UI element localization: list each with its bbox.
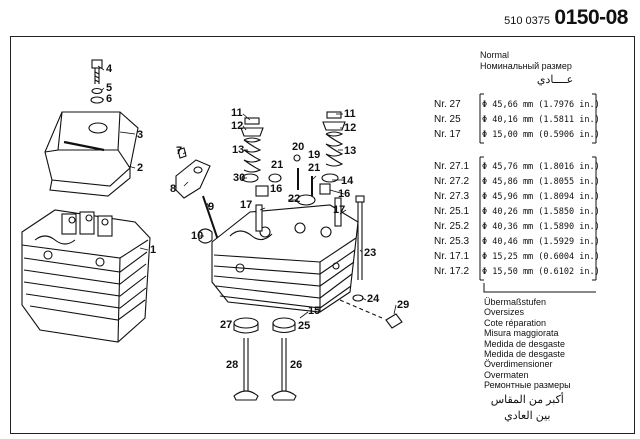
valve-spring-right (319, 111, 346, 227)
oversize-line: Overmaten (484, 369, 529, 380)
callout-13-right: 13 (344, 145, 357, 157)
oversize-legend: Übermaßstufen Oversizes Cote réparation … (484, 297, 571, 423)
callout-2: 2 (137, 162, 144, 174)
part-number: Nr. 27.1 (434, 161, 470, 172)
oversize-line: Misura maggiorata (484, 328, 559, 339)
callout-16-left: 16 (270, 183, 283, 195)
valve-seat-rings (233, 317, 296, 334)
document-code: 510 0375 0150-08 (504, 6, 628, 30)
cylinder-head-center (211, 204, 359, 313)
size-value: Φ 45,86 mm (1.8055 in.) (482, 177, 600, 187)
callout-5: 5 (106, 82, 113, 94)
document-prefix: 510 0375 (504, 15, 550, 27)
oversize-line: Medida de desgaste (484, 349, 566, 360)
callout-27: 27 (220, 319, 233, 331)
part-number: Nr. 17.1 (434, 251, 470, 262)
oversize-line: Oversizes (484, 307, 525, 318)
callout-30: 29 (397, 299, 410, 311)
callout-20: 20 (292, 141, 305, 153)
callout-16-right: 16 (338, 188, 351, 200)
cover-bolt (90, 59, 104, 104)
part-number: Nr. 25.1 (434, 206, 470, 217)
part-number: Nr. 27 (434, 99, 461, 110)
oversize-line: Cote réparation (484, 317, 547, 328)
cylinder-head-left (21, 209, 151, 343)
callout-17-left: 17 (240, 199, 253, 211)
size-value: Φ 40,16 mm (1.5811 in.) (482, 115, 600, 125)
callout-28: 28 (226, 359, 239, 371)
size-value: Φ 15,00 mm (0.5906 in.) (482, 130, 600, 140)
size-value: Φ 40,46 mm (1.5929 in.) (482, 237, 600, 247)
callout-10: 10 (191, 230, 204, 242)
normal-label: Normal (480, 50, 510, 60)
normal-label-arabic: عــــادي (536, 74, 574, 86)
oversize-line: Överdimensioner (484, 359, 553, 370)
rocker-parts (175, 147, 219, 244)
part-number: Nr. 25 (434, 114, 461, 125)
head-cover (44, 111, 139, 197)
part-number: Nr. 25.3 (434, 236, 470, 247)
callout-26: 26 (290, 359, 303, 371)
callout-21-left: 21 (271, 159, 284, 171)
size-value: Φ 45,96 mm (1.8094 in.) (482, 192, 600, 202)
part-number: Nr. 25.2 (434, 221, 470, 232)
callout-14: 14 (341, 175, 354, 187)
callout-9: 9 (208, 201, 215, 213)
part-number: Nr. 17 (434, 129, 461, 140)
callout-25: 25 (298, 320, 311, 332)
size-value: Φ 40,36 mm (1.5890 in.) (482, 222, 600, 232)
valve-small-parts (268, 154, 316, 206)
size-value: Φ 15,50 mm (0.6102 in.) (482, 267, 600, 277)
callout-8: 8 (170, 183, 177, 195)
callout-15: 15 (308, 305, 321, 317)
callout-21-right: 21 (308, 162, 321, 174)
part-number: Nr. 17.2 (434, 266, 470, 277)
oversize-line: Übermaßstufen (484, 297, 547, 307)
callout-1: 1 (150, 244, 157, 256)
part-number: Nr. 27.3 (434, 191, 470, 202)
oversize-arabic-2: بين العادي (504, 409, 551, 422)
callout-24: 24 (367, 293, 380, 305)
callout-6: 6 (106, 93, 113, 105)
part-number: Nr. 27.2 (434, 176, 470, 187)
oversize-line: Medida de desgaste (484, 338, 566, 349)
size-value: Φ 45,66 mm (1.7976 in.) (482, 100, 600, 110)
drawing-frame (10, 36, 635, 434)
spec-header: Normal Номинальный размер عــــادي (480, 50, 630, 86)
callout-12-left: 12 (231, 120, 244, 132)
document-number: 0150-08 (554, 6, 628, 29)
callout-12-right: 12 (344, 122, 357, 134)
normal-label-russian: Номинальный размер (480, 61, 572, 71)
valves (233, 338, 297, 401)
callout-11-right: 11 (344, 108, 356, 120)
head-stud (355, 195, 365, 280)
callout-13-left: 13 (232, 144, 245, 156)
leader-lines (97, 65, 397, 319)
callout-17-right: 17 (333, 204, 346, 216)
size-value: Φ 40,26 mm (1.5850 in.) (482, 207, 600, 217)
valve-spring-left (240, 117, 269, 232)
callout-7: 7 (176, 145, 183, 157)
oversize-line: Ремонтные размеры (484, 380, 571, 391)
plug-and-nut (339, 294, 403, 329)
callout-22: 22 (288, 193, 301, 205)
callout-11-left: 11 (231, 107, 243, 119)
callout-23: 23 (364, 247, 377, 259)
size-value: Φ 45,76 mm (1.8016 in.) (482, 162, 600, 172)
oversize-arabic-1: أكبر من المقاس (490, 393, 564, 406)
size-value: Φ 15,25 mm (0.6004 in.) (482, 252, 600, 262)
callout-3: 3 (137, 129, 144, 141)
callout-19: 19 (308, 149, 321, 161)
callout-4: 4 (106, 63, 113, 75)
callout-29: 30 (233, 172, 246, 184)
